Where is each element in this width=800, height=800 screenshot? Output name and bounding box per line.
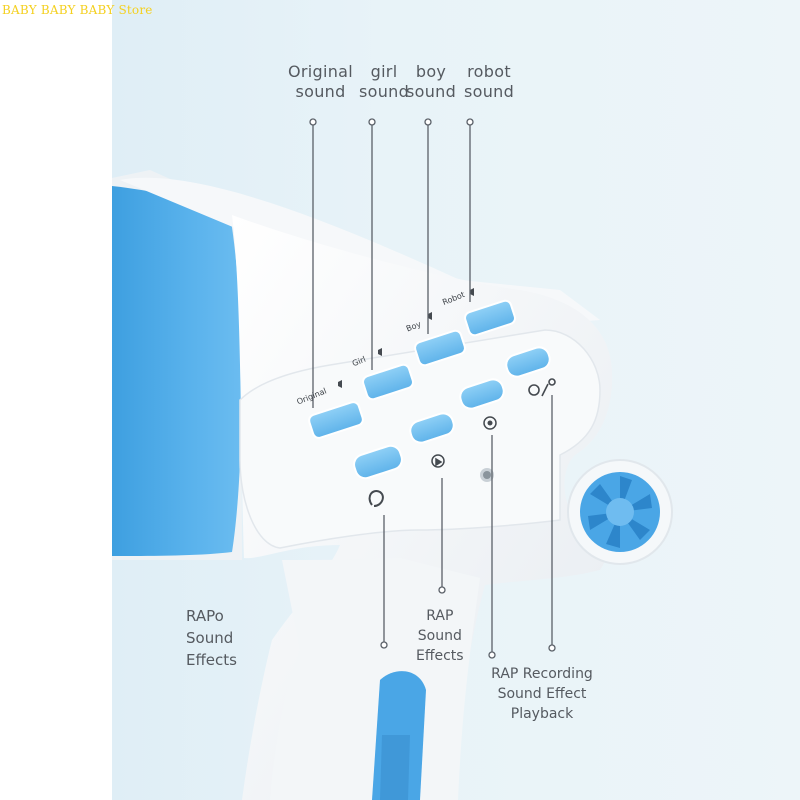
label-rap-effects-line2: Sound bbox=[186, 629, 234, 647]
rap-effect-icon bbox=[368, 490, 384, 507]
label-robot-line1: robot bbox=[467, 62, 511, 81]
button-rap-effects bbox=[353, 444, 403, 480]
horn-blue-dome bbox=[112, 186, 242, 556]
button-original bbox=[308, 401, 364, 439]
playback-icon bbox=[528, 378, 556, 397]
label-robot: robot sound bbox=[464, 62, 514, 102]
label-original-line2: sound bbox=[295, 82, 346, 101]
record-icon bbox=[483, 416, 497, 430]
label-rap-sound-effects-line2: Sound bbox=[417, 628, 462, 644]
store-watermark: BABY BABY BABY Store bbox=[2, 3, 153, 17]
label-rap-sound-effects-line3: Effects bbox=[416, 648, 464, 664]
label-rap-recording-line2: Sound Effect bbox=[497, 686, 587, 702]
label-boy-line1: boy bbox=[415, 62, 447, 81]
button-girl bbox=[362, 363, 414, 401]
speaker-icon-robot bbox=[470, 288, 474, 296]
grip bbox=[270, 558, 480, 800]
label-robot-line2: sound bbox=[464, 82, 515, 101]
label-original-line1: Original bbox=[288, 62, 354, 81]
label-original: Original sound bbox=[288, 62, 353, 102]
label-boy: boy sound bbox=[406, 62, 456, 102]
rap-sound-icon bbox=[431, 454, 445, 468]
label-girl: girl sound bbox=[359, 62, 409, 102]
label-rap-sound-effects: RAP Sound Effects bbox=[416, 606, 464, 666]
button-rap-sound bbox=[409, 412, 455, 444]
handle-slot bbox=[380, 735, 410, 800]
label-girl-line2: sound bbox=[359, 82, 410, 101]
fan-hub bbox=[606, 498, 634, 526]
leader-lines bbox=[309, 118, 556, 659]
label-rap-recording-line3: Playback bbox=[510, 706, 574, 722]
label-boy-line2: sound bbox=[406, 82, 457, 101]
label-rap-recording-line1: RAP Recording bbox=[491, 666, 593, 682]
speaker-icon-boy bbox=[428, 312, 432, 320]
label-rap-recording: RAP Recording Sound Effect Playback bbox=[476, 664, 608, 724]
label-rap-sound-effects-line1: RAP bbox=[426, 608, 454, 624]
white-margin bbox=[0, 0, 112, 800]
button-robot bbox=[464, 299, 516, 337]
speaker-icon-original bbox=[338, 380, 342, 388]
label-rap-effects: RAPo Sound Effects bbox=[186, 606, 237, 670]
speaker-icon-girl bbox=[378, 348, 382, 356]
label-rap-effects-line1: RAPo bbox=[186, 607, 224, 625]
label-girl-line1: girl bbox=[370, 62, 398, 81]
button-boy bbox=[414, 329, 466, 367]
label-rap-effects-line3: Effects bbox=[186, 651, 237, 669]
button-mid bbox=[459, 378, 505, 410]
button-recording bbox=[505, 346, 551, 378]
